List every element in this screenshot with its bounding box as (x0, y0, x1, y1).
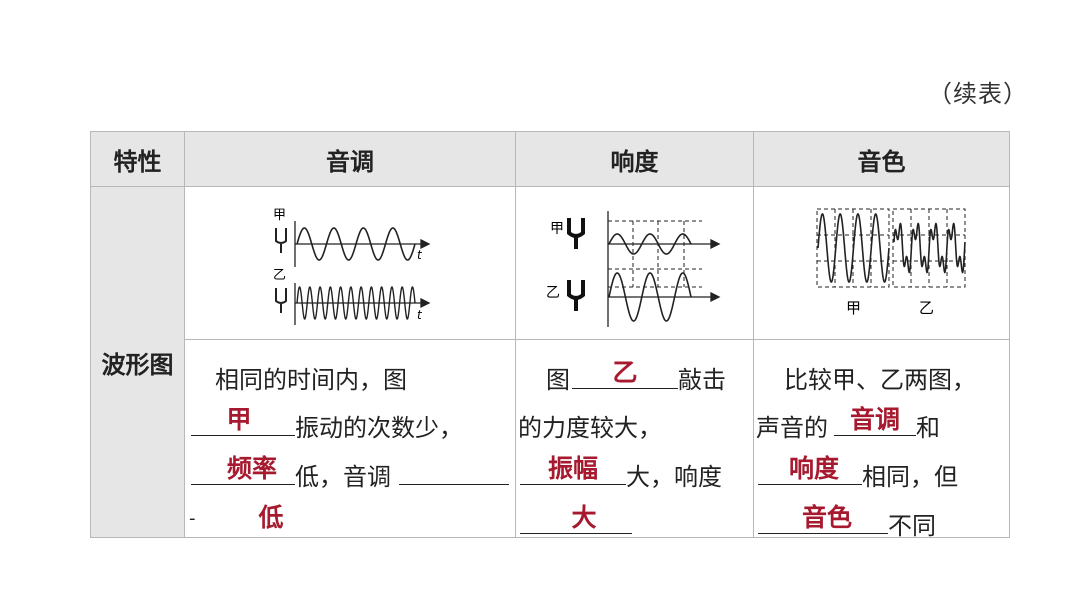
loudness-blank-1 (572, 388, 678, 389)
timbre-blank-2 (758, 484, 862, 485)
timbre-wave-a (817, 213, 890, 283)
timbre-line2-prefix: 声音的 (756, 414, 828, 442)
loudness-blank-2 (520, 484, 626, 485)
pitch-line2-suffix: 振动的次数少， (295, 414, 463, 442)
loudness-wave-a (608, 233, 692, 255)
pitch-label-a: 甲 (273, 208, 286, 223)
loudness-label-b: 乙 (546, 285, 560, 301)
timbre-waveform-figure: 甲 乙 (816, 208, 966, 317)
loudness-figure-cell: 甲 乙 (515, 186, 754, 340)
timbre-line1: 比较甲、乙两图， (784, 366, 976, 394)
timbre-figure-cell: 甲 乙 (753, 186, 1010, 340)
timbre-blank-3 (758, 533, 888, 534)
timbre-line2-suffix: 和 (916, 414, 940, 442)
sound-properties-table: 特性 音调 响度 音色 波形图 甲 乙 (90, 131, 1010, 540)
pitch-blank-2 (191, 484, 295, 485)
pitch-axis-t-a: t (417, 248, 423, 262)
pitch-wave-b (296, 286, 416, 320)
continuation-label: （续表） (928, 80, 1028, 108)
timbre-answer-2: 响度 (788, 454, 839, 483)
header-timbre: 音色 (753, 131, 1010, 187)
loudness-line1-suffix: 敲击 (678, 366, 726, 394)
timbre-line4-suffix: 不同 (888, 512, 936, 540)
timbre-wave-b (893, 222, 966, 274)
loudness-answer-1: 乙 (612, 358, 638, 387)
tuning-fork-loud-b-icon (567, 280, 585, 311)
loudness-label-a: 甲 (550, 221, 564, 237)
header-row: 特性 音调 响度 音色 (90, 131, 1010, 187)
text-row: 相同的时间内，图 甲 振动的次数少， 频率 低，音调 低 - 图 乙 敲击 的力… (91, 339, 1010, 540)
timbre-text-cell: 比较甲、乙两图， 声音的 音调 和 响度 相同，但 音色 不同 (753, 339, 1010, 540)
tuning-fork-b-icon (275, 288, 287, 313)
timbre-answer-3: 音色 (801, 503, 852, 532)
pitch-waveform-figure: 甲 乙 t (273, 208, 431, 325)
loudness-waveform-figure: 甲 乙 (546, 211, 721, 327)
header-pitch: 音调 (184, 131, 516, 187)
loudness-line1-prefix: 图 (546, 366, 570, 394)
pitch-answer-2: 频率 (226, 454, 277, 483)
loudness-line2: 的力度较大， (518, 414, 662, 442)
loudness-grid (608, 220, 702, 288)
pitch-answer-3: 低 (258, 503, 284, 532)
figure-row: 波形图 甲 乙 (90, 186, 1010, 538)
timbre-line3-suffix: 相同，但 (862, 463, 958, 491)
timbre-blank-1 (834, 435, 916, 436)
timbre-answer-1: 音调 (849, 405, 900, 434)
pitch-blank-3 (399, 484, 509, 485)
loudness-line3-suffix: 大，响度 (626, 463, 722, 491)
pitch-blank-1 (191, 435, 295, 436)
loudness-text-cell: 图 乙 敲击 的力度较大， 振幅 大，响度 大 (515, 339, 754, 538)
header-loudness: 响度 (515, 131, 754, 187)
pitch-label-b: 乙 (273, 268, 286, 283)
timbre-label-b: 乙 (919, 299, 934, 317)
loudness-answer-3: 大 (571, 503, 597, 532)
row-label-waveform: 波形图 (90, 186, 185, 538)
pitch-line3-suffix: 低，音调 (295, 463, 391, 491)
pitch-line1: 相同的时间内，图 (215, 366, 407, 394)
timbre-label-a: 甲 (846, 299, 861, 317)
pitch-answer-1: 甲 (226, 405, 252, 434)
loudness-blank-3 (520, 533, 632, 534)
pitch-text-cell: 相同的时间内，图 甲 振动的次数少， 频率 低，音调 低 - (184, 339, 516, 538)
header-property: 特性 (90, 131, 185, 187)
pitch-tail: - (189, 508, 196, 529)
tuning-fork-loud-a-icon (567, 218, 585, 249)
pitch-wave-a (296, 227, 416, 261)
pitch-figure-cell: 甲 乙 t (184, 186, 516, 340)
loudness-wave-b (608, 272, 692, 322)
loudness-answer-2: 振幅 (547, 454, 598, 483)
tuning-fork-a-icon (275, 228, 287, 253)
pitch-axis-t-b: t (417, 308, 423, 322)
